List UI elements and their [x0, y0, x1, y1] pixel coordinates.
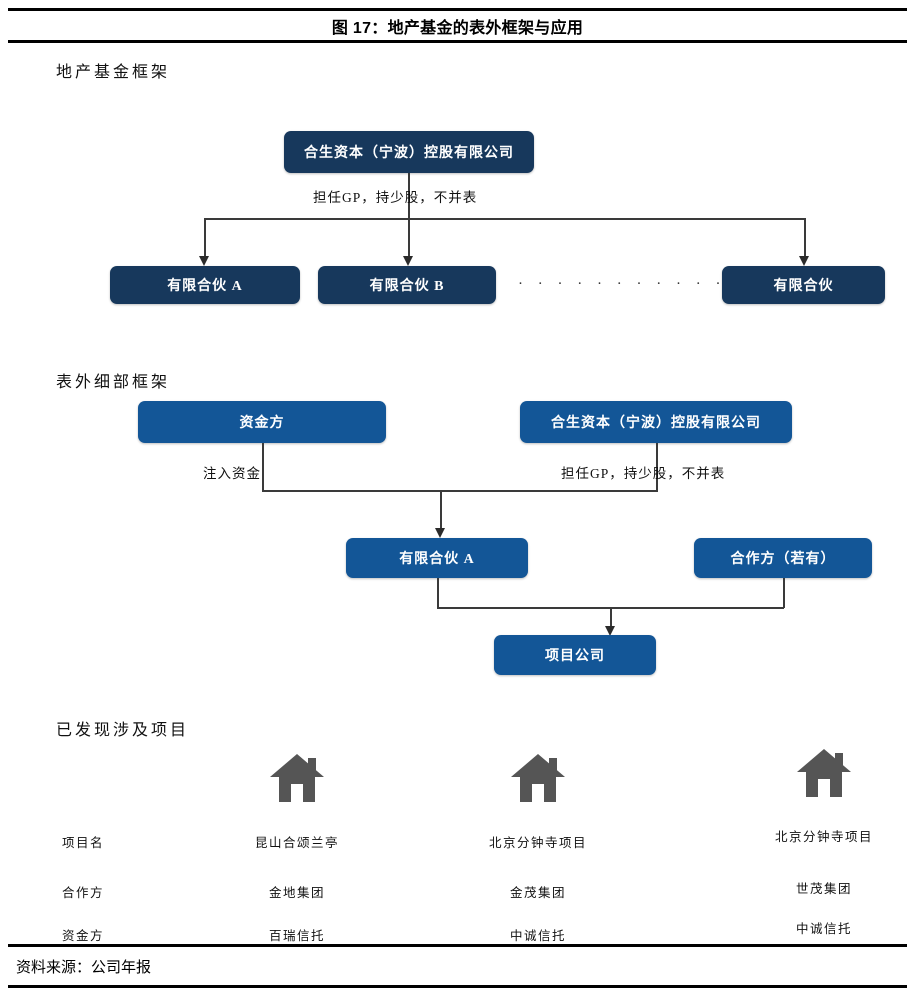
diagram2-merge-bus	[262, 490, 658, 492]
diagram2-merge-drop	[440, 490, 442, 534]
table-cell: 中诚信托	[795, 922, 852, 936]
diagram1-drop-line-c	[804, 218, 806, 262]
diagram2-left-stem	[262, 443, 264, 491]
diagram1-edge-label: 担任GP，持少股，不并表	[313, 190, 478, 205]
house-icon	[797, 749, 851, 797]
diagram2-lp-node: 有限合伙 A	[346, 538, 528, 578]
title-rule-top	[8, 8, 907, 11]
diagram1-bus-line	[204, 218, 805, 220]
table-cell: 金地集团	[268, 886, 325, 900]
table-cell: 金茂集团	[509, 886, 566, 900]
diagram2-partner-node: 合作方（若有）	[694, 538, 872, 578]
diagram1-arrow-a	[199, 256, 209, 266]
table-cell: 中诚信托	[509, 929, 566, 943]
diagram1-parent-node: 合生资本（宁波）控股有限公司	[284, 131, 534, 173]
diagram1-stem-line	[408, 173, 410, 218]
diagram2-right-stem	[656, 443, 658, 491]
table-cell: 昆山合颂兰亭	[254, 836, 339, 850]
page-title: 图 17：地产基金的表外框架与应用	[331, 19, 584, 37]
diagram2-partner-drop	[783, 578, 785, 608]
source-note: 资料来源：公司年报	[16, 958, 152, 976]
row-label-project-name: 项目名	[62, 836, 105, 850]
footer-rule-top	[8, 944, 907, 947]
diagram2-right-edge-label: 担任GP，持少股，不并表	[561, 466, 726, 481]
section-heading-offbalance: 表外细部框架	[56, 374, 171, 391]
row-label-funder: 资金方	[62, 929, 105, 943]
diagram2-lp-drop	[437, 578, 439, 608]
diagram1-child-node-c: 有限合伙	[722, 266, 885, 304]
table-cell: 北京分钟寺项目	[488, 836, 587, 850]
footer-rule-bottom	[8, 985, 907, 988]
diagram1-drop-line-a	[204, 218, 206, 262]
table-cell: 百瑞信托	[268, 929, 325, 943]
house-icon	[270, 754, 324, 802]
diagram2-left-edge-label: 注入资金	[203, 466, 261, 481]
diagram2-merge-arrow	[435, 528, 445, 538]
row-label-partner: 合作方	[62, 886, 105, 900]
table-cell: 世茂集团	[795, 882, 852, 896]
diagram2-project-drop	[610, 607, 612, 631]
table-cell: 北京分钟寺项目	[774, 830, 873, 844]
diagram1-arrow-b	[403, 256, 413, 266]
house-icon	[511, 754, 565, 802]
diagram2-project-arrow	[605, 626, 615, 636]
diagram2-hesheng-node: 合生资本（宁波）控股有限公司	[520, 401, 792, 443]
diagram1-child-node-a: 有限合伙 A	[110, 266, 300, 304]
section-heading-projects: 已发现涉及项目	[56, 722, 190, 739]
diagram2-funder-node: 资金方	[138, 401, 386, 443]
title-rule-bottom	[8, 40, 907, 43]
section-heading-framework: 地产基金框架	[56, 64, 171, 81]
diagram1-child-node-b: 有限合伙 B	[318, 266, 496, 304]
diagram1-drop-line-b	[408, 218, 410, 262]
diagram2-project-node: 项目公司	[494, 635, 656, 675]
diagram1-arrow-c	[799, 256, 809, 266]
